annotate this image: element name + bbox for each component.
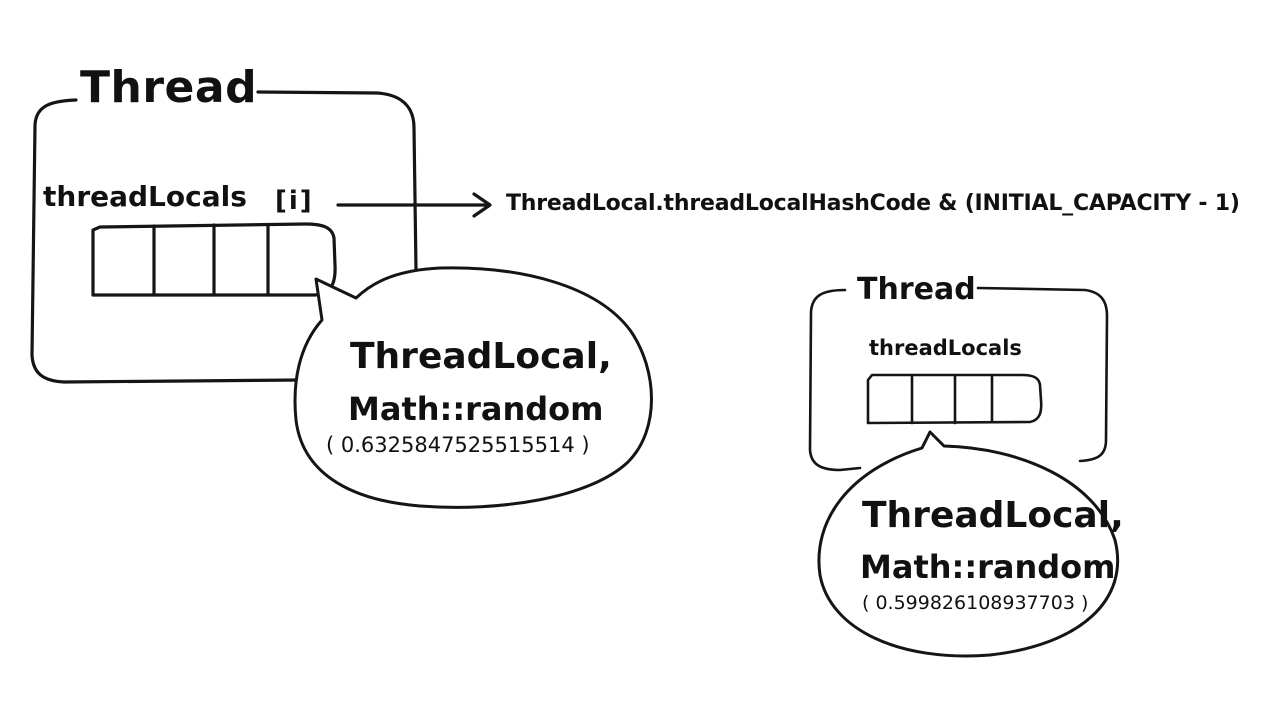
array-second: [866, 373, 1043, 425]
index-label: [i]: [275, 186, 314, 216]
arrow-head-icon: [472, 192, 492, 218]
threadlocals-label-second: threadLocals: [869, 336, 1022, 360]
bubble-main-math-random: Math::random: [348, 390, 604, 428]
bubble-second-threadlocal: ThreadLocal,: [862, 495, 1124, 536]
bubble-main-threadlocal: ThreadLocal,: [350, 336, 612, 377]
threadlocals-label-main: threadLocals: [43, 180, 247, 213]
thread-box-main: [30, 90, 418, 384]
bubble-main-value: ( 0.6325847525515514 ): [326, 433, 590, 457]
thread-title-second: Thread: [857, 272, 976, 307]
thread-title-main: Thread: [80, 62, 258, 113]
speech-bubble-main: [293, 266, 653, 509]
bubble-second-value: ( 0.599826108937703 ): [862, 592, 1089, 614]
bubble-second-math-random: Math::random: [860, 548, 1116, 586]
thread-box-second: [808, 286, 1109, 472]
speech-bubble-second: [817, 430, 1120, 658]
hash-expression: ThreadLocal.threadLocalHashCode & (INITI…: [506, 191, 1240, 216]
